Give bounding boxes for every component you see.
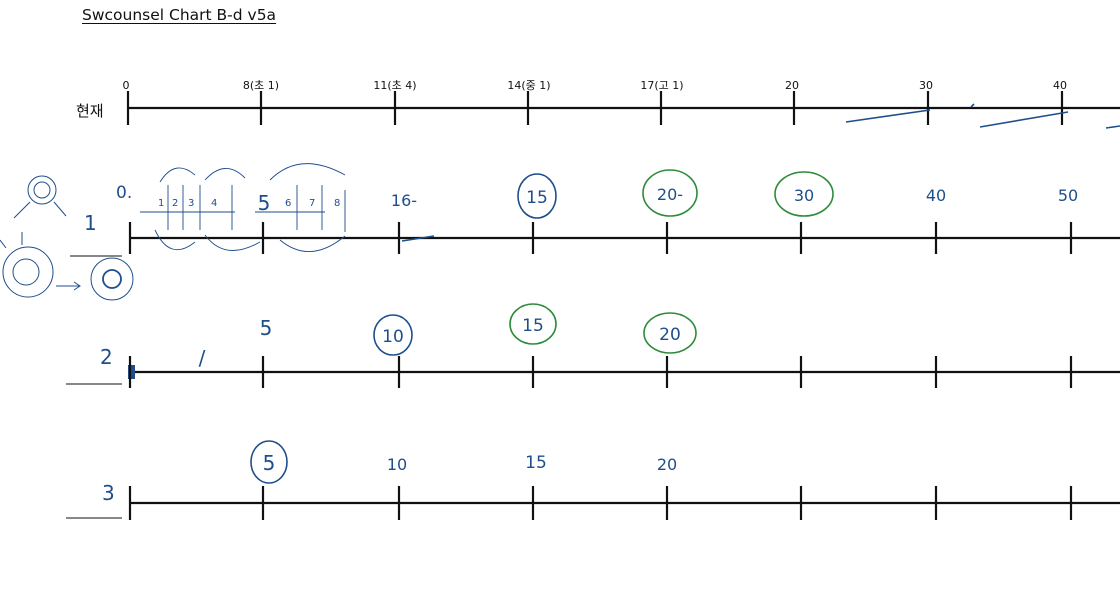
row2-mark: 15 bbox=[522, 316, 544, 336]
sketch-circle bbox=[90, 257, 134, 301]
pen-stroke bbox=[970, 103, 975, 108]
pen-stroke bbox=[1105, 125, 1120, 129]
row3-mark: 10 bbox=[387, 455, 407, 474]
row1-mark: 0. bbox=[116, 183, 132, 203]
row2-start-marker bbox=[128, 365, 135, 379]
sketch-lines bbox=[0, 232, 81, 291]
row3-mark: 20 bbox=[657, 455, 677, 474]
row3-mark-circle bbox=[250, 440, 288, 484]
row1-timeline: 1 1 2 3 4 6 7 8 0. 5 16- 15 20- 30 40 bbox=[70, 163, 1120, 257]
row2-timeline: 2 / 5 10 15 20 bbox=[66, 303, 1120, 388]
row2-mark: 5 bbox=[260, 316, 273, 340]
row2-label: 2 bbox=[100, 345, 113, 369]
top-tick-label: 40 bbox=[1053, 79, 1067, 92]
row1-sub-number: 1 bbox=[158, 198, 164, 209]
row3-mark: 15 bbox=[525, 453, 547, 473]
row2-mark: / bbox=[199, 346, 206, 370]
row1-mark-circle bbox=[774, 171, 834, 217]
top-tick-label: 8(초 1) bbox=[243, 79, 279, 92]
row1-mark-circle bbox=[642, 169, 698, 217]
row1-sub-number: 3 bbox=[188, 198, 194, 209]
row1-sub-number: 2 bbox=[172, 198, 178, 209]
row3-label: 3 bbox=[102, 481, 115, 505]
row1-sub-number: 8 bbox=[334, 198, 340, 209]
top-tick-label: 11(초 4) bbox=[373, 79, 416, 92]
sketch-circle bbox=[12, 258, 40, 286]
top-tick-label: 14(중 1) bbox=[507, 79, 550, 92]
row1-mark: 16- bbox=[391, 191, 417, 210]
top-tick-label: 20 bbox=[785, 79, 799, 92]
row1-sub-number: 6 bbox=[285, 198, 291, 209]
row3-timeline: 3 5 10 15 20 bbox=[66, 440, 1120, 520]
pen-stroke bbox=[979, 111, 1069, 128]
row2-mark-circle bbox=[509, 303, 557, 345]
row1-sub-number: 4 bbox=[211, 198, 217, 209]
top-timeline: 현재 0 8(초 1) 11(초 4) 14(중 1) 17(고 1) 20 3… bbox=[76, 79, 1120, 129]
row1-mark: 40 bbox=[926, 186, 946, 205]
row1-subdivision-sketch bbox=[140, 163, 346, 253]
sketch-circle bbox=[33, 181, 51, 199]
row2-mark-circle bbox=[643, 312, 697, 354]
margin-sketch bbox=[0, 175, 134, 301]
sketch-circle bbox=[2, 246, 54, 298]
top-row-label: 현재 bbox=[76, 102, 104, 120]
row1-mark: 50 bbox=[1058, 186, 1078, 205]
row1-mark: 15 bbox=[526, 188, 548, 208]
row2-mark-circle bbox=[373, 314, 413, 356]
pen-stroke bbox=[845, 109, 931, 123]
row1-mark: 20- bbox=[657, 185, 683, 204]
sketch-circle bbox=[102, 269, 122, 289]
row3-mark: 5 bbox=[263, 451, 276, 475]
row1-sub-number: 7 bbox=[309, 198, 315, 209]
row1-mark: 30 bbox=[794, 186, 814, 205]
row2-mark: 20 bbox=[659, 325, 681, 345]
chart-title: Swcounsel Chart B-d v5a bbox=[82, 6, 277, 24]
row2-mark: 10 bbox=[382, 327, 404, 347]
top-tick-label: 30 bbox=[919, 79, 933, 92]
sketch-circle bbox=[27, 175, 57, 205]
row1-label: 1 bbox=[84, 211, 97, 235]
pen-stroke bbox=[401, 235, 435, 242]
row1-mark-circle bbox=[517, 173, 557, 219]
top-tick-label: 17(고 1) bbox=[640, 79, 683, 92]
row1-mark: 5 bbox=[258, 191, 271, 215]
sketch-lines bbox=[13, 201, 67, 219]
top-tick-label: 0 bbox=[123, 79, 130, 92]
